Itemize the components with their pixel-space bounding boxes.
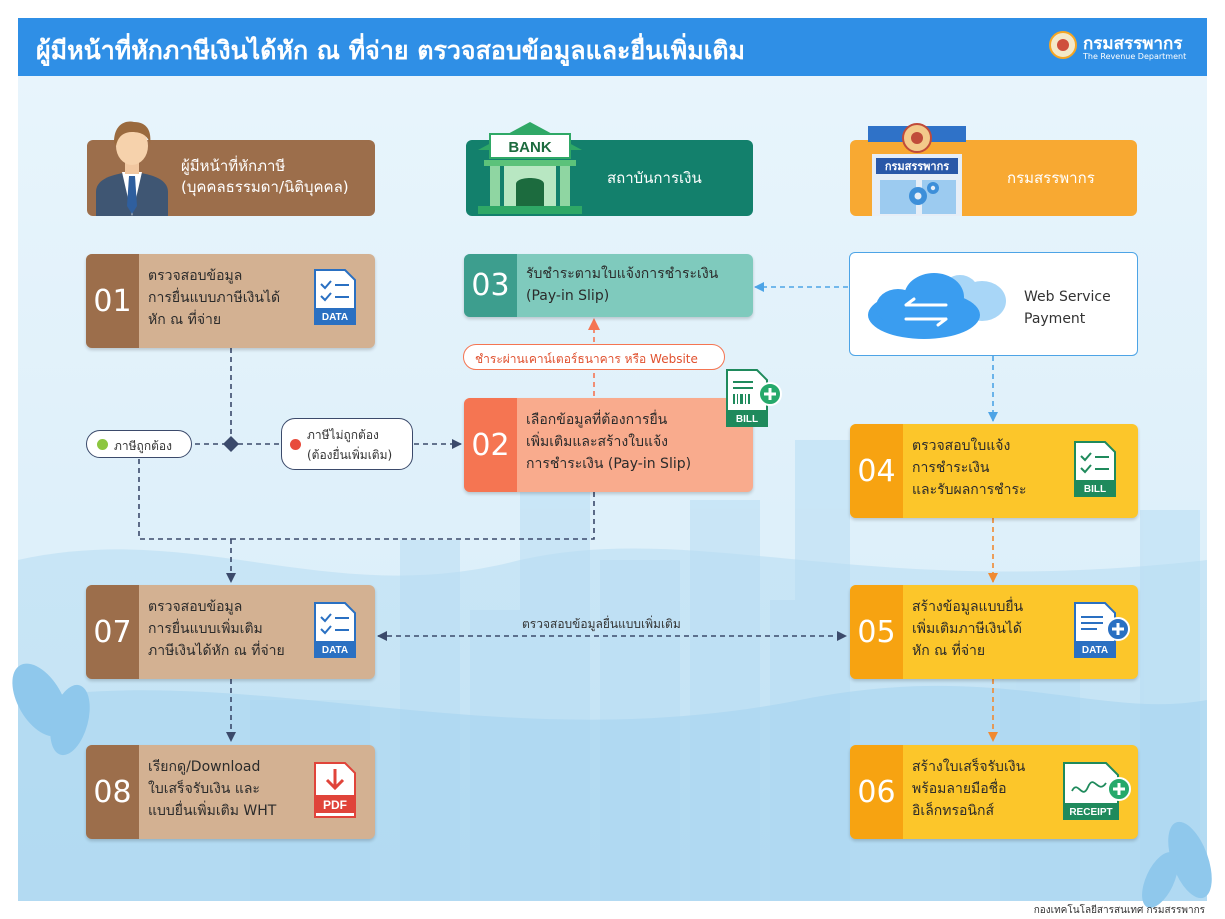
data-document-icon: DATA xyxy=(313,601,357,658)
revenue-department-seal-icon xyxy=(1049,31,1077,59)
receipt-icon: RECEIPT xyxy=(1062,761,1132,823)
footer-credit: กองเทคโนโลยีสารสนเทศ กรมสรรพากร xyxy=(1033,905,1205,916)
step-line: พร้อมลายมือชื่อ xyxy=(912,781,1007,797)
actor-bank-label: สถาบันการเงิน xyxy=(607,169,702,187)
revenue-office-building-icon: กรมสรรพากร xyxy=(868,123,966,216)
step-line: เพิ่มเติมภาษีเงินได้ xyxy=(912,621,1022,637)
tax-incorrect-sublabel: (ต้องยื่นเพิ่มเติม) xyxy=(307,448,393,462)
web-service-label: Web Service Payment xyxy=(1024,286,1111,330)
step-description: เรียกดู/Download ใบเสร็จรับเงิน และ แบบย… xyxy=(148,756,326,822)
step-number: 02 xyxy=(464,398,517,492)
step-line: เลือกข้อมูลที่ต้องการยื่น xyxy=(526,412,668,428)
step-number: 08 xyxy=(86,745,139,839)
step-description: ตรวจสอบข้อมูล การยื่นแบบเพิ่มเติม ภาษีเง… xyxy=(148,596,326,662)
web-service-payment-box: Web Service Payment xyxy=(849,252,1138,356)
web-service-label-line2: Payment xyxy=(1024,311,1086,327)
payment-channel-text: ชำระผ่านเคาน์เตอร์ธนาคาร หรือ Website xyxy=(475,352,698,366)
plant-illustration xyxy=(12,663,1212,908)
step-04: 04 ตรวจสอบใบแจ้ง การชำระเงิน และรับผลการ… xyxy=(850,424,1138,518)
step-number: 05 xyxy=(850,585,903,679)
step-07: 07 ตรวจสอบข้อมูล การยื่นแบบเพิ่มเติม ภาษ… xyxy=(86,585,375,679)
cloud-exchange-icon xyxy=(868,273,1006,339)
step-02: 02 เลือกข้อมูลที่ต้องการยื่น เพิ่มเติมแล… xyxy=(464,398,753,492)
step-number: 06 xyxy=(850,745,903,839)
brand-name-thai: กรมสรรพากร xyxy=(1083,34,1183,54)
icon-label: DATA xyxy=(1082,645,1108,656)
connector-02-down xyxy=(231,492,595,540)
step-number: 03 xyxy=(464,254,517,317)
step-line: การชำระเงิน xyxy=(912,460,990,476)
step-number: 01 xyxy=(86,254,139,348)
brand-name-english: The Revenue Department xyxy=(1083,52,1187,61)
actor-rd-label: กรมสรรพากร xyxy=(1007,169,1095,187)
data-add-icon: DATA xyxy=(1073,601,1131,661)
pdf-download-icon: PDF xyxy=(313,761,357,818)
step-line: การชำระเงิน (Pay-in Slip) xyxy=(526,456,692,472)
step-line: เรียกดู/Download xyxy=(148,759,261,775)
step-description: สร้างข้อมูลแบบยื่น เพิ่มเติมภาษีเงินได้ … xyxy=(912,596,1090,662)
payment-channel-label: ชำระผ่านเคาน์เตอร์ธนาคาร หรือ Website xyxy=(463,344,725,370)
tax-incorrect-badge: ภาษีไม่ถูกต้อง (ต้องยื่นเพิ่มเติม) xyxy=(281,418,413,470)
step-description: ตรวจสอบใบแจ้ง การชำระเงิน และรับผลการชำร… xyxy=(912,435,1090,501)
step-line: แบบยื่นเพิ่มเติม WHT xyxy=(148,803,277,819)
data-document-icon: DATA xyxy=(313,268,357,325)
step-line: การยื่นแบบภาษีเงินได้ xyxy=(148,290,281,306)
step-03: 03 รับชำระตามใบแจ้งการชำระเงิน (Pay-in S… xyxy=(464,254,753,317)
step-line: ภาษีเงินได้หัก ณ ที่จ่าย xyxy=(148,643,285,659)
step-line: เพิ่มเติมและสร้างใบแจ้ง xyxy=(526,434,669,450)
icon-label: RECEIPT xyxy=(1069,807,1112,818)
bank-sign-text: BANK xyxy=(508,139,551,156)
step-line: หัก ณ ที่จ่าย xyxy=(148,312,222,328)
red-dot-icon xyxy=(290,439,301,450)
icon-label: DATA xyxy=(322,312,348,323)
step-line: ตรวจสอบข้อมูล xyxy=(148,599,243,615)
foreground-shape xyxy=(18,685,1207,901)
actor-payer-label-line1: ผู้มีหน้าที่หักภาษี xyxy=(181,157,286,175)
icon-label: BILL xyxy=(1084,484,1106,495)
step-description: สร้างใบเสร็จรับเงิน พร้อมลายมือชื่อ อิเล… xyxy=(912,756,1090,822)
step-line: หัก ณ ที่จ่าย xyxy=(912,643,986,659)
step-line: ตรวจสอบใบแจ้ง xyxy=(912,438,1011,454)
actor-payer-label: ผู้มีหน้าที่หักภาษี (บุคคลธรรมดา/นิติบุค… xyxy=(181,156,349,198)
step-line: สร้างใบเสร็จรับเงิน xyxy=(912,759,1026,775)
web-service-label-line1: Web Service xyxy=(1024,289,1111,305)
bill-document-icon: BILL xyxy=(1073,440,1117,497)
tax-incorrect-label: ภาษีไม่ถูกต้อง xyxy=(307,428,379,442)
tax-correct-label: ภาษีถูกต้อง xyxy=(114,439,172,453)
step-line: สร้างข้อมูลแบบยื่น xyxy=(912,599,1024,615)
page-title: ผู้มีหน้าที่หักภาษีเงินได้หัก ณ ที่จ่าย … xyxy=(36,36,745,65)
actor-payer-label-line2: (บุคคลธรรมดา/นิติบุคคล) xyxy=(181,178,349,196)
header-bar xyxy=(18,18,1207,76)
bank-building-icon: BANK xyxy=(478,122,582,214)
decision-diamond xyxy=(223,436,239,452)
verify-additional-label: ตรวจสอบข้อมูลยื่นแบบเพิ่มเติม xyxy=(522,617,681,631)
icon-label: PDF xyxy=(323,798,347,812)
step-line: ใบเสร็จรับเงิน และ xyxy=(148,781,260,797)
step-line: อิเล็กทรอนิกส์ xyxy=(912,803,994,819)
step-description: เลือกข้อมูลที่ต้องการยื่น เพิ่มเติมและสร… xyxy=(526,409,726,475)
office-sign-text: กรมสรรพากร xyxy=(885,161,949,173)
step-line: และรับผลการชำระ xyxy=(912,482,1027,498)
tax-correct-badge: ภาษีถูกต้อง xyxy=(86,430,192,458)
step-06: 06 สร้างใบเสร็จรับเงิน พร้อมลายมือชื่อ อ… xyxy=(850,745,1138,839)
businessman-icon xyxy=(96,121,168,216)
step-08: 08 เรียกดู/Download ใบเสร็จรับเงิน และ แ… xyxy=(86,745,375,839)
bill-add-icon: BILL xyxy=(725,368,783,428)
step-number: 04 xyxy=(850,424,903,518)
step-description: ตรวจสอบข้อมูล การยื่นแบบภาษีเงินได้ หัก … xyxy=(148,265,326,331)
step-line: ตรวจสอบข้อมูล xyxy=(148,268,243,284)
step-line: (Pay-in Slip) xyxy=(526,288,610,304)
icon-label: DATA xyxy=(322,645,348,656)
step-line: การยื่นแบบเพิ่มเติม xyxy=(148,621,263,637)
step-description: รับชำระตามใบแจ้งการชำระเงิน (Pay-in Slip… xyxy=(526,263,746,307)
step-05: 05 สร้างข้อมูลแบบยื่น เพิ่มเติมภาษีเงินไ… xyxy=(850,585,1138,679)
step-number: 07 xyxy=(86,585,139,679)
step-line: รับชำระตามใบแจ้งการชำระเงิน xyxy=(526,266,719,282)
icon-label: BILL xyxy=(736,414,758,425)
green-dot-icon xyxy=(97,439,108,450)
